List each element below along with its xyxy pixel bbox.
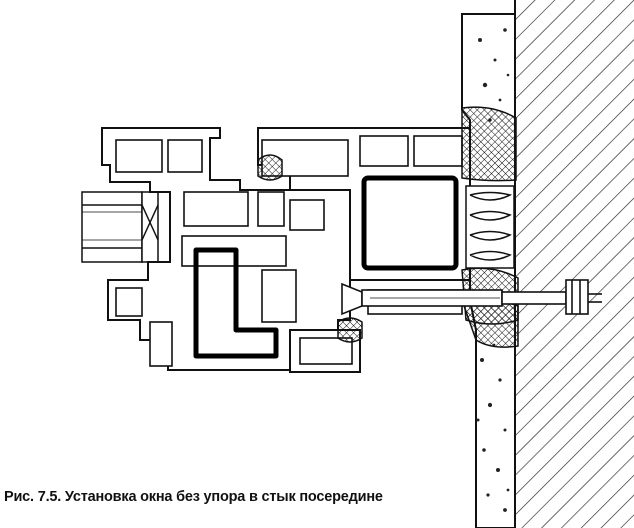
- brick-wall-hatch: [515, 0, 634, 528]
- figure-caption: Рис. 7.5. Установка окна без упора в сты…: [4, 489, 383, 505]
- glazing-unit: [81, 191, 159, 263]
- steel-reinforcement: [193, 175, 459, 359]
- installation-gap-filler: [460, 106, 519, 348]
- anchor-bolt: [341, 279, 602, 316]
- rubber-gaskets: [257, 154, 363, 343]
